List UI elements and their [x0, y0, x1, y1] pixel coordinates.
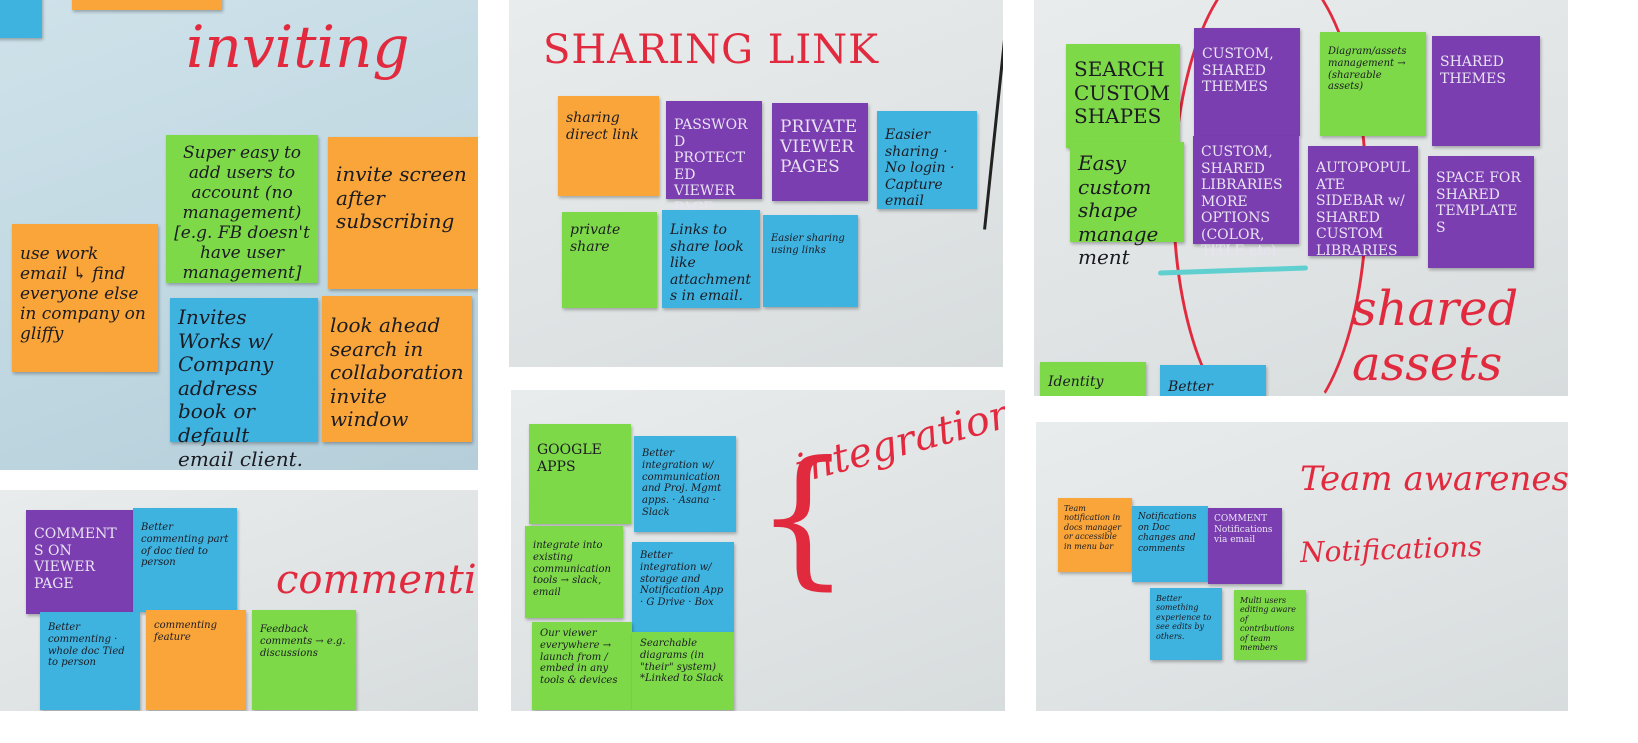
note-sharing-2: PASSWORD PROTECTED VIEWER PAGE	[666, 101, 762, 216]
note-assets-5: SHARED THEMES	[1432, 36, 1540, 146]
heading-inviting: inviting	[186, 13, 410, 81]
note-team-4: Better something experience to see edits…	[1150, 588, 1222, 660]
note-assets-10: Better Viewer	[1160, 365, 1266, 396]
note-commenting-2: Better commenting part of doc tied to pe…	[133, 508, 237, 612]
note-team-3: COMMENT Notifications via email	[1208, 508, 1282, 584]
photo-team-awareness: Team awareness Notifications Team notifi…	[1036, 422, 1568, 711]
note-team-5: Multi users editing aware of contributio…	[1234, 590, 1306, 660]
note-assets-3: CUSTOM, SHARED THEMES	[1194, 28, 1300, 136]
note-integrations-2: Better integration w/ communication and …	[634, 436, 736, 532]
heading-sharing-link: SHARING LINK	[543, 27, 880, 73]
heading-shared-assets: shared assets	[1352, 281, 1519, 393]
photo-inviting: inviting Super easy to add users to acco…	[0, 0, 478, 470]
note-assets-8: SPACE FOR SHARED TEMPLATES	[1428, 156, 1534, 268]
photo-integrations: GOOGLE APPS Better integration w/ commun…	[511, 390, 1005, 711]
note-sharing-7: Easier sharing using links	[763, 215, 858, 307]
heading-team-awareness: Team awareness	[1300, 459, 1568, 499]
marker-line	[983, 40, 1003, 230]
heading-integrations: integrations	[789, 390, 1005, 493]
note-sharing-1: sharing direct link	[558, 96, 659, 196]
heading-commenting: commenting	[276, 557, 478, 603]
note-assets-6: CUSTOM, SHARED LIBRARIES MORE OPTIONS (C…	[1193, 136, 1299, 259]
note-assets-9: Identity	[1040, 362, 1146, 396]
note-assets-2: Easy custom shape management	[1070, 142, 1184, 269]
note-integrations-5: Our viewer everywhere → launch from / em…	[532, 622, 632, 710]
note-inviting-2: invite screen after subscribing	[328, 137, 478, 289]
note-integrations-1: GOOGLE APPS	[529, 424, 631, 524]
photo-commenting: COMMENTS ON VIEWER PAGE Better commentin…	[0, 490, 478, 711]
note-commenting-5: Feedback comments → e.g. discussions	[252, 610, 356, 710]
photo-shared-assets: SEARCH CUSTOM SHAPES Easy custom shape m…	[1034, 0, 1568, 396]
note-integrations-6: Searchable diagrams (in "their" system) …	[632, 632, 734, 710]
heading-notifications: Notifications	[1299, 529, 1483, 570]
sticky-note-corner	[0, 0, 42, 38]
note-sharing-4: Easier sharing · No login · Capture emai…	[877, 111, 977, 209]
note-assets-7: AUTOPOPULATE SIDEBAR w/ SHARED CUSTOM LI…	[1308, 146, 1418, 259]
note-integrations-3: integrate into existing communication to…	[525, 526, 623, 618]
note-inviting-5: look ahead search in collaboration invit…	[322, 296, 472, 442]
note-sharing-3: PRIVATE VIEWER PAGES	[772, 103, 868, 201]
photo-sharing-link: SHARING LINK sharing direct link PASSWOR…	[509, 0, 1003, 367]
note-team-2: Notifications on Doc changes and comment…	[1132, 506, 1208, 582]
note-team-1: Team notification in docs manager or acc…	[1058, 498, 1132, 572]
note-inviting-3: use work email ↳ find everyone else in c…	[12, 224, 158, 372]
note-inviting-1: Super easy to add users to account (no m…	[166, 135, 318, 283]
note-sharing-5: private share	[562, 212, 657, 308]
note-commenting-3: Better commenting · whole doc Tied to pe…	[40, 612, 140, 710]
note-commenting-1: COMMENTS ON VIEWER PAGE	[26, 510, 134, 614]
note-assets-4: Diagram/assets management → (shareable a…	[1320, 32, 1426, 136]
note-assets-1: SEARCH CUSTOM SHAPES	[1066, 44, 1180, 148]
note-inviting-4: Invites Works w/ Company address book or…	[170, 298, 318, 470]
marker-brace: {	[755, 430, 851, 604]
note-sharing-6: Links to share look like attachments in …	[662, 210, 760, 308]
note-integrations-4: Better integration w/ storage and Notifi…	[632, 542, 734, 632]
sticky-note-corner	[72, 0, 222, 10]
note-commenting-4: commenting feature	[146, 610, 246, 710]
